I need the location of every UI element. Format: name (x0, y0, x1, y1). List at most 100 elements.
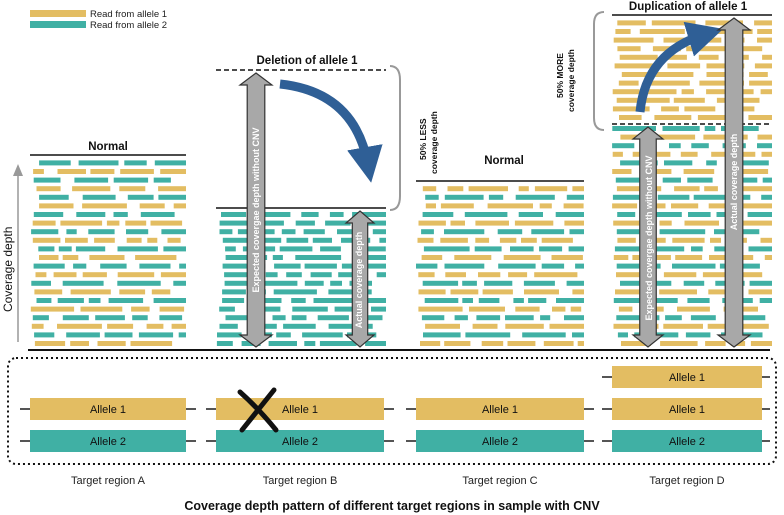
read-segment (422, 186, 437, 192)
read-segment (708, 203, 738, 209)
read-segment (80, 306, 123, 312)
read-segment (328, 289, 372, 295)
region-b-side-label-1: 50% LESS (418, 118, 428, 160)
read-segment (39, 203, 74, 209)
read-segment (612, 106, 650, 112)
read-segment (421, 315, 445, 321)
read-segment (72, 186, 111, 192)
read-segment (680, 151, 698, 157)
alleles-region-d: Allele 1 Allele 1 Allele 2 (602, 366, 770, 452)
read-segment (478, 298, 500, 303)
read-segment (617, 212, 636, 217)
read-segment (612, 143, 635, 149)
region-d-title: Duplication of allele 1 (629, 1, 748, 13)
read-segment (681, 89, 694, 95)
allele1-bar-d (612, 398, 762, 420)
read-segment (262, 237, 282, 243)
read-segment (444, 229, 485, 235)
read-segment (613, 298, 651, 303)
read-segment (150, 220, 183, 226)
read-segment (31, 229, 59, 235)
read-segment (302, 332, 343, 338)
read-segment (572, 289, 584, 295)
read-segment (612, 126, 656, 131)
read-segment (362, 263, 386, 269)
read-segment (328, 323, 373, 329)
allele1-bar-b (216, 398, 384, 420)
read-segment (617, 237, 636, 243)
read-segment (478, 272, 501, 278)
read-segment (301, 212, 319, 217)
read-segment (742, 151, 756, 157)
read-segment (74, 177, 109, 183)
read-segment (706, 89, 725, 95)
read-segment (575, 263, 584, 269)
read-segment (761, 194, 772, 200)
read-segment (88, 229, 115, 235)
allele2-bar-a (30, 430, 186, 452)
read-segment (119, 289, 146, 295)
read-segment (644, 97, 670, 103)
read-segment (711, 151, 730, 157)
region-b-actual-label: Actual coverage depth (354, 232, 364, 329)
read-segment (462, 280, 477, 286)
read-segment (159, 315, 183, 321)
read-segment (619, 54, 658, 60)
read-segment (425, 323, 460, 329)
read-segment (734, 46, 763, 52)
read-segment (750, 341, 772, 346)
read-segment (731, 186, 772, 192)
region-c-title: Normal (484, 155, 524, 167)
read-segment (515, 194, 555, 200)
read-segment (295, 220, 315, 226)
read-segment (113, 212, 128, 217)
read-segment (127, 194, 154, 200)
read-segment (656, 246, 685, 252)
allele2-label-c: Allele 2 (482, 436, 518, 448)
read-segment (36, 186, 61, 192)
read-segment (503, 255, 541, 260)
double-arrow (344, 210, 376, 348)
read-segment (216, 341, 233, 346)
coverage-depth-axis: Coverage depth (1, 164, 23, 342)
read-segment (612, 89, 640, 95)
read-segment (707, 323, 733, 329)
read-segment (760, 89, 772, 95)
read-segment (749, 72, 768, 77)
read-segment (425, 203, 436, 209)
read-segment (160, 169, 186, 174)
read-segment (291, 298, 306, 303)
read-segment (556, 298, 584, 303)
read-segment (616, 229, 653, 235)
read-segment (33, 169, 44, 174)
read-segment (66, 229, 77, 235)
read-segment (104, 332, 133, 338)
read-segment (225, 246, 236, 252)
read-segment (159, 306, 185, 312)
read-segment (222, 298, 245, 303)
read-segment (705, 20, 743, 26)
read-segment (621, 72, 649, 77)
alleles-region-b: Allele 1 Allele 2 (206, 387, 394, 452)
allele2-label-d: Allele 2 (669, 436, 705, 448)
caption: Coverage depth pattern of different targ… (184, 499, 600, 513)
read-segment (743, 203, 772, 209)
read-segment (34, 289, 63, 295)
read-segment (423, 332, 461, 338)
read-segment (541, 263, 565, 269)
read-segment (564, 220, 584, 226)
read-segment (304, 341, 316, 346)
read-segment (693, 194, 726, 200)
read-segment (450, 289, 479, 295)
read-segment (505, 315, 534, 321)
read-segment (139, 203, 165, 209)
read-segment (615, 29, 631, 34)
read-segment (644, 169, 672, 174)
read-segment (488, 194, 504, 200)
allele1-label-a: Allele 1 (90, 404, 126, 416)
read-segment (690, 315, 716, 321)
read-segment (62, 280, 104, 286)
read-segment (568, 246, 584, 252)
read-segment (566, 194, 584, 200)
